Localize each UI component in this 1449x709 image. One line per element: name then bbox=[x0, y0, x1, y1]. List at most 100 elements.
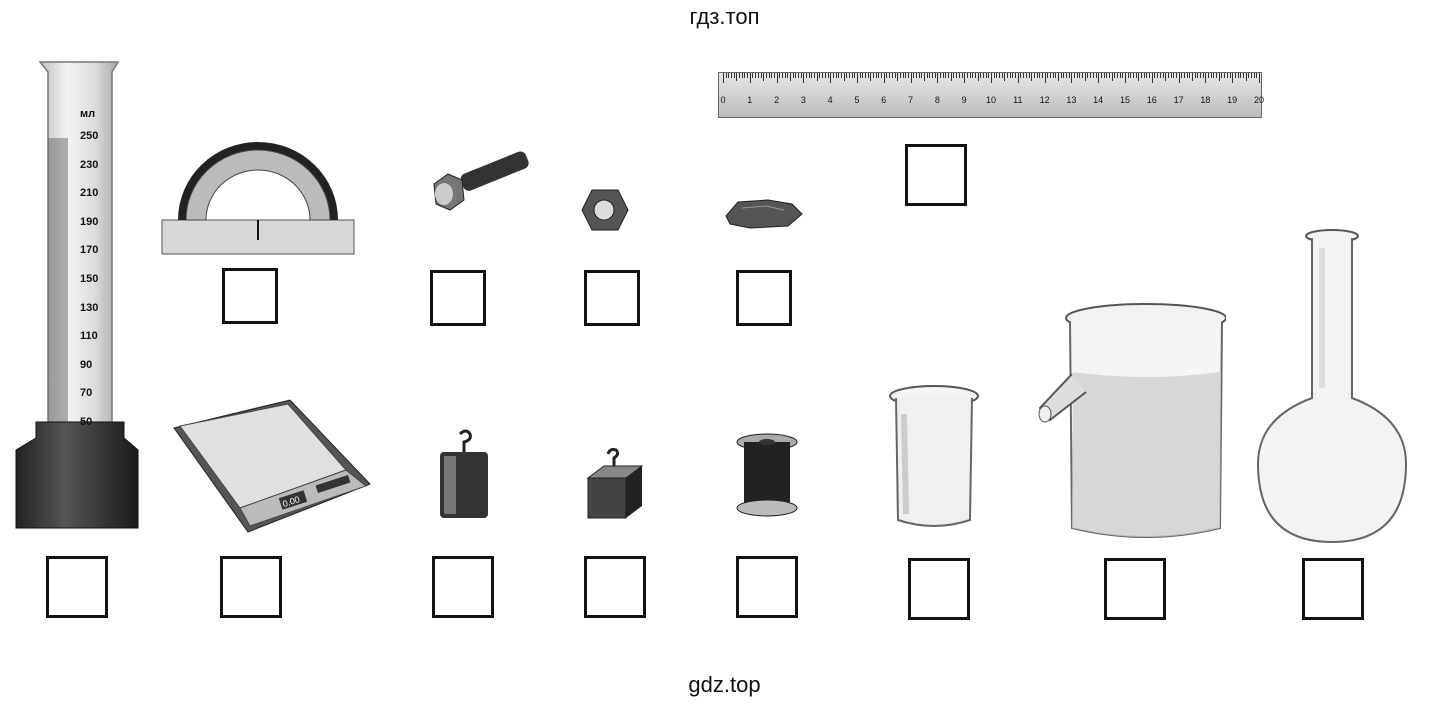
ruler-tick bbox=[991, 73, 992, 83]
ruler-tick bbox=[937, 73, 939, 83]
ruler-tick bbox=[867, 73, 869, 78]
ruler-tick bbox=[1116, 73, 1118, 78]
thread-spool-image bbox=[736, 433, 798, 517]
ruler-tick bbox=[1133, 73, 1135, 78]
ruler-tick bbox=[741, 73, 743, 78]
ruler-tick bbox=[814, 73, 816, 78]
cylinder-scale-label: 170 bbox=[80, 244, 99, 257]
ruler-tick bbox=[950, 73, 952, 81]
ruler-tick bbox=[1103, 73, 1105, 78]
ruler-tick bbox=[972, 73, 974, 78]
ruler-tick bbox=[765, 73, 767, 78]
ruler-tick bbox=[915, 73, 917, 78]
cylinder-scale-label: 230 bbox=[80, 158, 99, 171]
ruler-tick bbox=[768, 73, 770, 78]
ruler-tick bbox=[980, 73, 982, 78]
ruler-tick bbox=[918, 73, 920, 78]
ruler-tick bbox=[757, 73, 759, 78]
answer-box-round-bottom-flask[interactable] bbox=[1302, 558, 1364, 620]
ruler-tick bbox=[1192, 73, 1193, 81]
answer-box-thread-spool[interactable] bbox=[736, 556, 798, 618]
answer-box-small-beaker[interactable] bbox=[908, 558, 970, 620]
ruler-tick bbox=[790, 73, 791, 81]
ruler-tick bbox=[940, 73, 942, 78]
ruler-tick bbox=[1221, 73, 1223, 78]
ruler-tick bbox=[838, 73, 840, 78]
ruler-tick bbox=[1020, 73, 1022, 78]
ruler-label: 13 bbox=[1066, 95, 1077, 105]
answer-box-measuring-cylinder[interactable] bbox=[46, 556, 108, 618]
answer-box-stone[interactable] bbox=[736, 270, 792, 326]
ruler-tick bbox=[835, 73, 837, 78]
ruler-tick bbox=[881, 73, 883, 78]
ruler-tick bbox=[851, 73, 853, 78]
ruler-tick bbox=[1058, 73, 1059, 81]
protractor-image bbox=[161, 142, 355, 255]
ruler-label: 5 bbox=[854, 95, 860, 105]
ruler-tick bbox=[781, 73, 783, 78]
ruler-tick bbox=[1108, 73, 1110, 78]
ruler-label: 14 bbox=[1093, 95, 1104, 105]
ruler-tick bbox=[1200, 73, 1202, 78]
ruler-tick bbox=[830, 73, 832, 83]
ruler-tick bbox=[889, 73, 891, 78]
ruler-tick bbox=[1151, 73, 1153, 83]
ruler-label: 1 bbox=[747, 95, 753, 105]
ruler-tick bbox=[1245, 73, 1247, 81]
ruler-tick bbox=[1234, 73, 1236, 78]
ruler-tick bbox=[1060, 73, 1062, 78]
ruler-tick bbox=[1095, 73, 1097, 78]
ruler-tick bbox=[985, 73, 987, 78]
ruler-tick bbox=[966, 73, 968, 78]
ruler-tick bbox=[1181, 73, 1183, 78]
ruler-tick bbox=[1092, 73, 1094, 78]
ruler-tick bbox=[974, 73, 976, 78]
ruler-tick bbox=[1224, 73, 1226, 78]
answer-box-nut[interactable] bbox=[584, 270, 640, 326]
ruler-tick bbox=[996, 73, 998, 78]
ruler-tick bbox=[1154, 73, 1156, 78]
ruler-tick bbox=[1213, 73, 1215, 78]
ruler-label: 16 bbox=[1146, 95, 1157, 105]
answer-box-protractor[interactable] bbox=[222, 268, 278, 324]
ruler-label: 3 bbox=[800, 95, 806, 105]
ruler-tick bbox=[907, 73, 909, 78]
ruler-tick bbox=[736, 73, 738, 81]
ruler-tick bbox=[1055, 73, 1057, 78]
ruler-tick bbox=[1232, 73, 1234, 83]
ruler-tick bbox=[1025, 73, 1027, 78]
ruler-tick bbox=[1111, 73, 1113, 81]
ruler-tick bbox=[822, 73, 824, 78]
ruler-tick bbox=[1248, 73, 1250, 78]
answer-box-cube-weight[interactable] bbox=[584, 556, 646, 618]
ruler-tick bbox=[1157, 73, 1159, 78]
cylinder-scale-label: 130 bbox=[80, 301, 99, 314]
answer-box-bolt[interactable] bbox=[430, 270, 486, 326]
ruler-tick bbox=[1165, 73, 1167, 81]
round-bottom-flask-image bbox=[1256, 229, 1408, 544]
ruler-label: 6 bbox=[881, 95, 887, 105]
ruler-tick bbox=[897, 73, 899, 81]
ruler-label: 10 bbox=[985, 95, 996, 105]
watermark-top: гдз.топ bbox=[689, 4, 760, 29]
ruler-tick bbox=[1052, 73, 1054, 78]
watermark-bottom: gdz.top bbox=[688, 672, 761, 697]
ruler-tick bbox=[763, 73, 765, 81]
ruler-tick bbox=[873, 73, 875, 78]
ruler-tick bbox=[731, 73, 733, 78]
ruler-tick bbox=[1216, 73, 1218, 78]
nut-image bbox=[581, 189, 629, 231]
ruler-tick bbox=[739, 73, 741, 78]
answer-box-ruler[interactable] bbox=[905, 144, 967, 206]
answer-box-cylindrical-weight[interactable] bbox=[432, 556, 494, 618]
cylinder-scale-label: 150 bbox=[80, 273, 99, 285]
ruler-tick bbox=[723, 73, 724, 83]
answer-box-overflow-vessel[interactable] bbox=[1104, 558, 1166, 620]
ruler-tick bbox=[905, 73, 907, 78]
ruler-tick bbox=[1218, 73, 1220, 81]
ruler-tick bbox=[942, 73, 944, 78]
answer-box-electronic-scale[interactable] bbox=[220, 556, 282, 618]
ruler-tick bbox=[792, 73, 794, 78]
ruler-tick bbox=[859, 73, 861, 78]
ruler-tick bbox=[1017, 73, 1019, 83]
